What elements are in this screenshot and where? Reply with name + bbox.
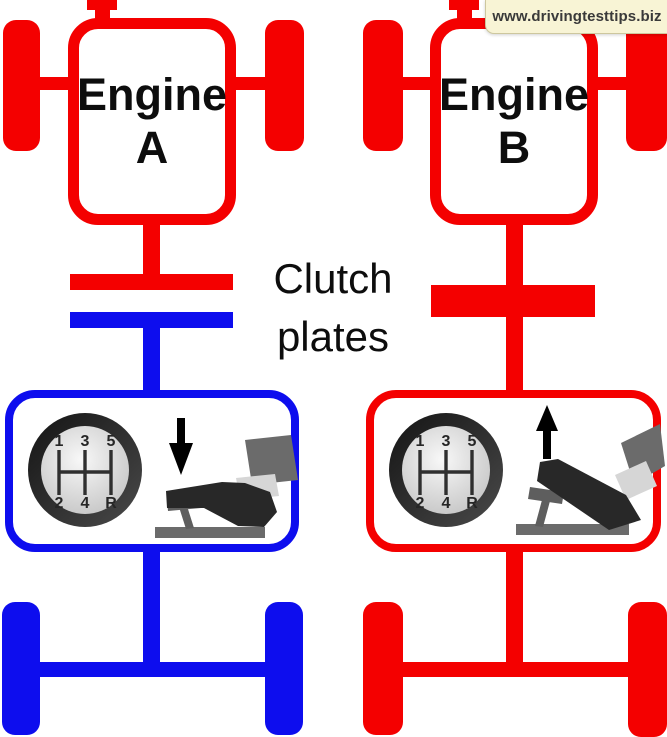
front-axle-right-b [596, 77, 628, 90]
driver-shoe [537, 459, 641, 530]
gear-label-5: 5 [468, 433, 477, 450]
front-wheel-right-b [626, 20, 667, 151]
engine-b-cap-top [449, 0, 479, 10]
up-arrow-icon [536, 405, 558, 459]
front-wheel-right-a [265, 20, 304, 151]
engine-a-box [68, 18, 236, 225]
pedal-scene-a-pressed [155, 418, 298, 538]
watermark-badge: www.drivingtesttips.biz [485, 0, 667, 34]
input-shaft-a [143, 224, 160, 275]
rear-wheel-left-b [363, 602, 403, 735]
engine-b-cap-neck [457, 9, 472, 20]
gear-label-1: 1 [416, 433, 425, 450]
gear-knob-b: 1 3 5 2 4 R [389, 413, 503, 527]
clutch-plates-label-line2: plates [276, 312, 390, 360]
rear-wheel-right-b [628, 602, 667, 737]
front-axle-right-a [234, 77, 267, 90]
clutch-pedal-arm [179, 506, 194, 529]
clutch-plates-label: Clutch plates [233, 250, 433, 366]
engine-a-cap-top [87, 0, 117, 10]
propeller-shaft-b [506, 551, 523, 663]
engine-b-label: Engine B [439, 29, 590, 214]
clutch-pedal-arm [535, 500, 550, 527]
gearbox-shaft-a [143, 328, 160, 391]
gear-label-1: 1 [55, 433, 64, 450]
rear-axle-b [402, 662, 629, 677]
engine-a-cap-neck [95, 9, 110, 20]
gear-pattern-labels: 1 3 5 2 4 R [416, 433, 479, 512]
gear-label-R: R [466, 495, 478, 512]
engine-a-label-line2: A [135, 121, 169, 173]
gear-label-4: 4 [81, 495, 90, 512]
gear-label-2: 2 [416, 495, 425, 512]
rear-wheel-left-a [2, 602, 40, 735]
floor-line [516, 524, 629, 535]
gear-label-4: 4 [442, 495, 451, 512]
driver-ankle [615, 461, 657, 500]
propeller-shaft-a [143, 551, 160, 663]
clutch-plates-label-line1: Clutch [273, 255, 393, 302]
gear-label-R: R [105, 495, 117, 512]
front-wheel-left-a [3, 20, 40, 151]
gear-pattern-lines [57, 450, 113, 495]
gear-pattern-lines [418, 450, 474, 495]
clutch-plates-engaged-b [431, 285, 595, 317]
front-axle-left-a [36, 77, 70, 90]
watermark-text: www.drivingtesttips.biz [492, 8, 662, 25]
front-wheel-left-b [363, 20, 403, 151]
gear-label-2: 2 [55, 495, 64, 512]
down-arrow-icon [169, 418, 193, 475]
gear-label-5: 5 [107, 433, 116, 450]
gear-knob-a: 1 3 5 2 4 R [28, 413, 142, 527]
driver-shoe [166, 482, 277, 527]
driver-leg [245, 435, 298, 485]
floor-line [155, 527, 265, 538]
rear-axle-a [40, 662, 267, 677]
engine-b-label-line2: B [497, 121, 531, 173]
engine-b-label-line1: Engine [439, 68, 590, 120]
front-axle-left-b [400, 77, 432, 90]
gear-label-3: 3 [81, 433, 90, 450]
rear-wheel-right-a [265, 602, 303, 735]
gear-label-3: 3 [442, 433, 451, 450]
engine-b-box [430, 18, 598, 225]
gear-pattern-labels: 1 3 5 2 4 R [55, 433, 118, 512]
clutch-plate-gearbox-side-a [70, 312, 233, 328]
pedal-scene-b-released [516, 405, 665, 535]
clutch-plate-engine-side-a [70, 274, 233, 290]
engine-a-label: Engine A [77, 29, 228, 214]
engine-a-label-line1: Engine [77, 68, 228, 120]
